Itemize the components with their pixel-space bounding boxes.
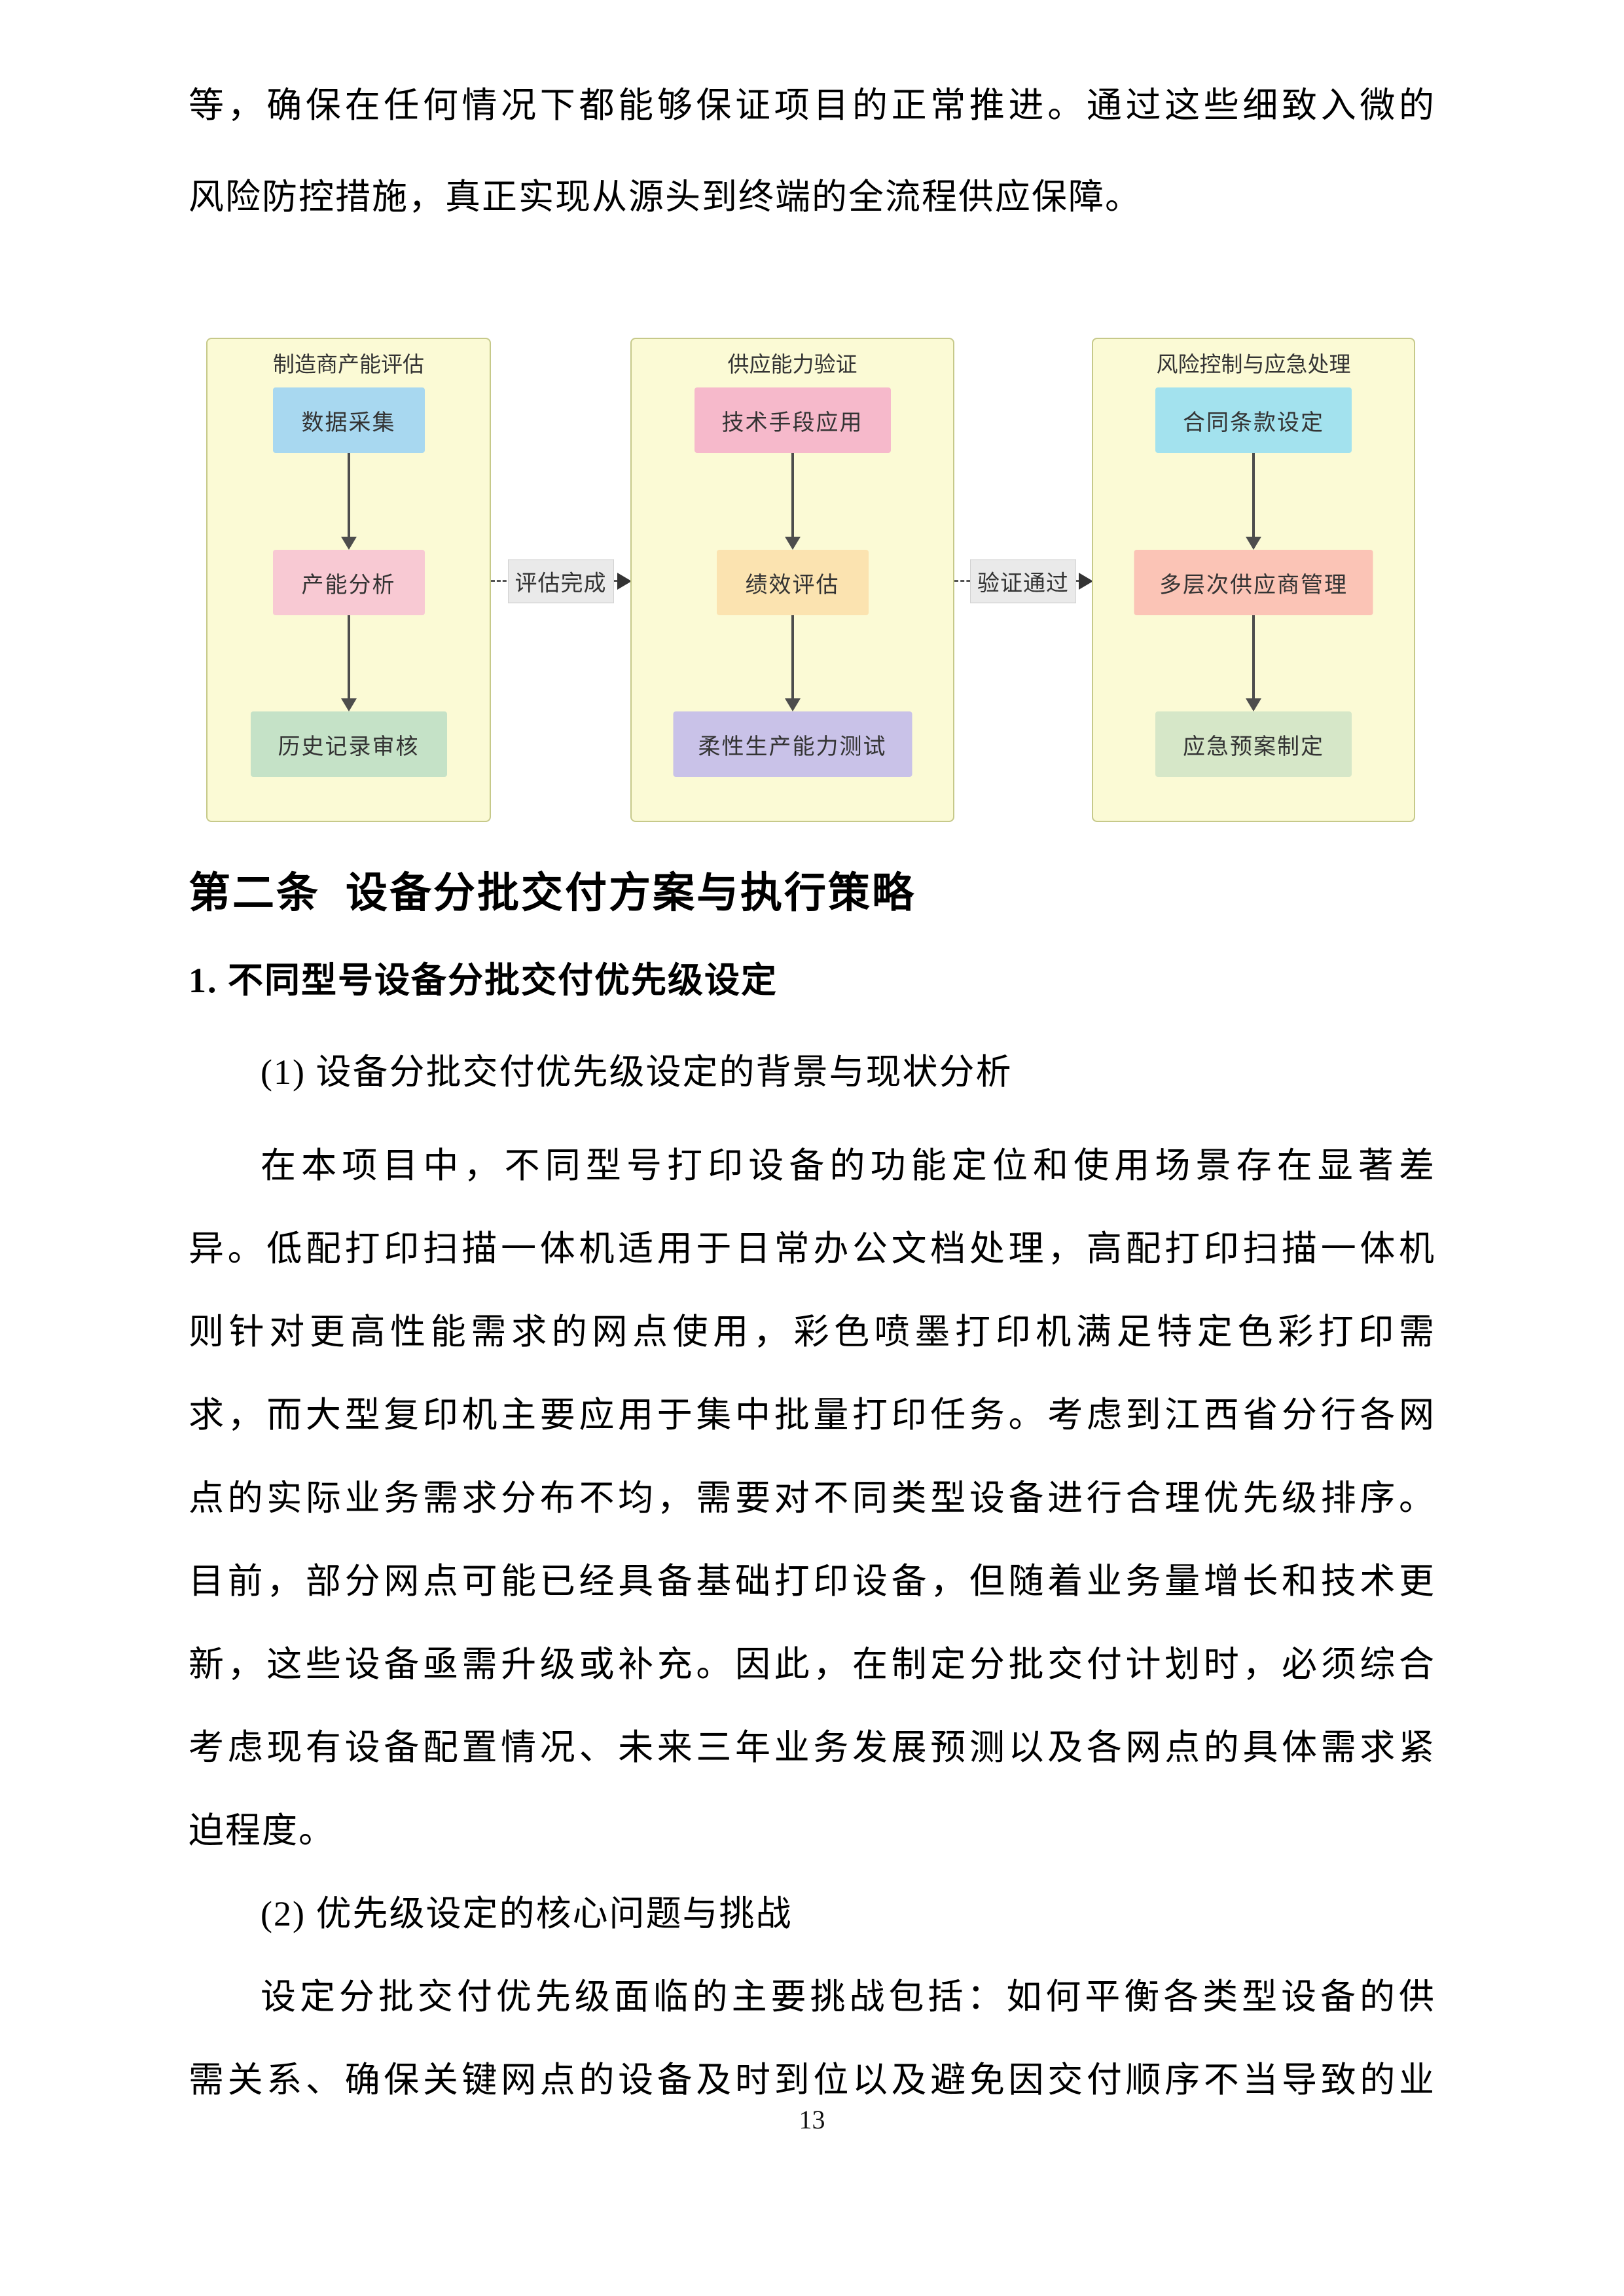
paragraph-line: 在本项目中，不同型号打印设备的功能定位和使用场景存在显著差 [261,1146,1435,1185]
flow-panel-manufacturer-capacity: 制造商产能评估 数据采集 产能分析 历史记录审核 [206,338,491,822]
paragraph-line: 目前，部分网点可能已经具备基础打印设备，但随着业务量增长和技术更 [189,1562,1435,1601]
flow-panel-title: 制造商产能评估 [273,352,424,376]
flow-connector-label: 评估完成 [507,559,614,603]
paragraph-line: 需关系、确保关键网点的设备及时到位以及避免因交付顺序不当导致的业 [189,2060,1435,2100]
flow-step: 数据采集 [272,387,425,453]
flow-step: 绩效评估 [716,550,869,615]
paragraph-line: 异。低配打印扫描一体机适用于日常办公文档处理，高配打印扫描一体机 [189,1229,1435,1268]
flow-step: 产能分析 [272,550,425,615]
flow-panel-supply-verification: 供应能力验证 技术手段应用 绩效评估 柔性生产能力测试 [630,338,954,822]
sub-heading: (2) 优先级设定的核心问题与挑战 [261,1894,793,1933]
arrow-down-icon [347,615,350,698]
arrow-down-icon [347,453,350,537]
flow-connector: 验证通过 [954,559,1093,603]
flow-panel-title: 供应能力验证 [727,352,857,376]
page-number: 13 [799,2105,825,2134]
paragraph-line: 考虑现有设备配置情况、未来三年业务发展预测以及各网点的具体需求紧 [189,1728,1435,1767]
paragraph-line: 点的实际业务需求分布不均，需要对不同类型设备进行合理优先级排序。 [189,1479,1435,1518]
flow-step: 应急预案制定 [1155,711,1352,777]
arrow-down-icon [1252,615,1255,698]
flow-panel-risk-control: 风险控制与应急处理 合同条款设定 多层次供应商管理 应急预案制定 [1092,338,1415,822]
arrow-right-icon [617,573,632,590]
flow-step: 多层次供应商管理 [1134,550,1373,615]
paragraph-line: 设定分批交付优先级面临的主要挑战包括：如何平衡各类型设备的供 [261,1977,1435,2017]
flow-step: 技术手段应用 [694,387,891,453]
paragraph-line: 迫程度。 [189,1811,335,1850]
arrow-down-icon [791,453,794,537]
flow-connector-label: 验证通过 [970,559,1076,603]
arrow-right-icon [1079,573,1093,590]
arrow-down-icon [1252,453,1255,537]
list-item-heading: 1. 不同型号设备分批交付优先级设定 [189,961,778,1000]
paragraph-line: 风险防控措施，真正实现从源头到终端的全流程供应保障。 [189,177,1142,217]
section-heading: 第二条 设备分批交付方案与执行策略 [189,870,916,916]
paragraph-line: 求，而大型复印机主要应用于集中批量打印任务。考虑到江西省分行各网 [189,1395,1435,1435]
flow-step: 柔性生产能力测试 [673,711,912,777]
paragraph-line: 则针对更高性能需求的网点使用，彩色喷墨打印机满足特定色彩打印需 [189,1312,1435,1352]
flow-panel-title: 风险控制与应急处理 [1156,352,1351,376]
flow-connector: 评估完成 [491,559,632,603]
paragraph-line: 等，确保在任何情况下都能够保证项目的正常推进。通过这些细致入微的 [189,86,1435,125]
arrow-down-icon [791,615,794,698]
paragraph-line: 新，这些设备亟需升级或补充。因此，在制定分批交付计划时，必须综合 [189,1645,1435,1684]
sub-heading: (1) 设备分批交付优先级设定的背景与现状分析 [261,1052,1013,1092]
flow-step: 合同条款设定 [1155,387,1352,453]
flow-step: 历史记录审核 [250,711,447,777]
